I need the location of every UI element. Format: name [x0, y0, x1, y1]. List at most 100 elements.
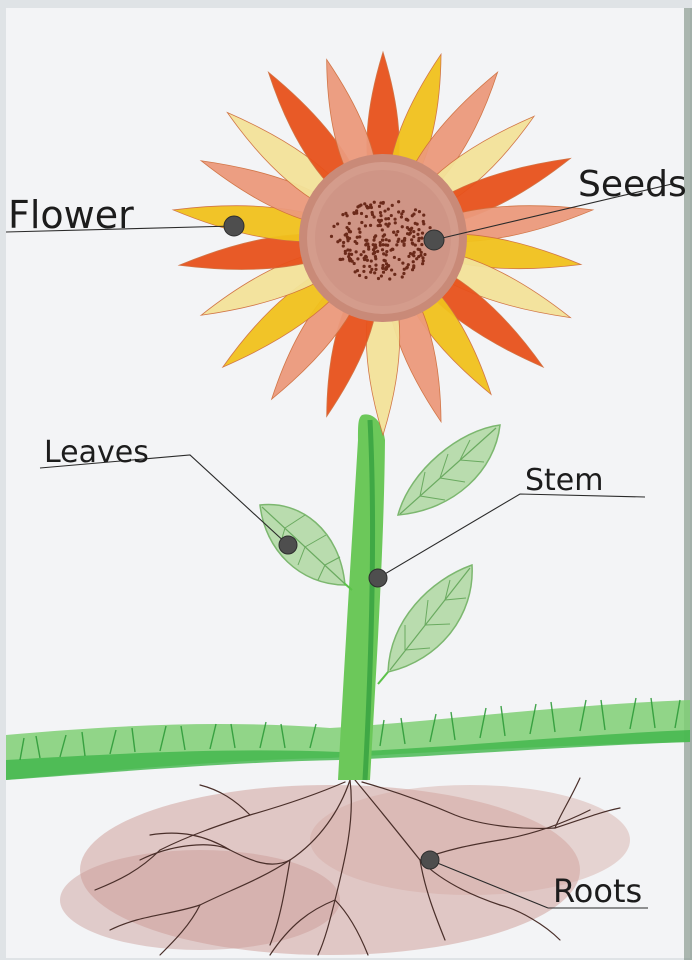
seed-dot — [417, 228, 420, 231]
flower-pin — [224, 216, 244, 236]
seed-dot — [387, 264, 390, 267]
seed-dot — [346, 214, 349, 217]
seed-dot — [390, 268, 393, 271]
seed-dot — [423, 253, 426, 256]
seed-dot — [348, 230, 351, 233]
seed-dot — [422, 259, 425, 262]
seed-dot — [370, 206, 373, 209]
seed-dot — [355, 250, 358, 253]
seed-dot — [373, 236, 376, 239]
seed-dot — [414, 243, 417, 246]
seed-dot — [421, 262, 424, 265]
seed-dot — [358, 227, 361, 230]
seed-dot — [376, 250, 379, 253]
seed-dot — [416, 233, 419, 236]
seed-dot — [374, 268, 377, 271]
seed-dot — [393, 256, 396, 259]
seed-dot — [381, 264, 384, 267]
seed-dot — [387, 208, 390, 211]
seed-dot — [356, 236, 359, 239]
seed-dot — [382, 243, 385, 246]
seed-dot — [409, 252, 412, 255]
seed-dot — [396, 230, 399, 233]
seed-dot — [345, 233, 348, 236]
seed-dot — [397, 210, 400, 213]
seed-dot — [368, 265, 371, 268]
seed-dot — [383, 233, 386, 236]
seed-dot — [402, 272, 405, 275]
seed-dot — [400, 215, 403, 218]
seed-dot — [342, 244, 345, 247]
seed-dot — [415, 257, 418, 260]
seed-dot — [367, 245, 370, 248]
seed-dot — [369, 271, 372, 274]
seed-dot — [356, 205, 359, 208]
seed-dot — [417, 239, 420, 242]
seed-dot — [379, 211, 382, 214]
seed-dot — [379, 244, 382, 247]
seed-dot — [398, 258, 401, 261]
seed-dot — [407, 263, 410, 266]
seed-dot — [384, 268, 387, 271]
seed-dot — [402, 210, 405, 213]
seed-dot — [346, 248, 349, 251]
seed-dot — [360, 221, 363, 224]
flower-label: Flower — [8, 193, 134, 237]
seed-dot — [401, 240, 404, 243]
seed-dot — [409, 231, 412, 234]
seed-dot — [362, 250, 365, 253]
stem-label: Stem — [525, 463, 604, 498]
roots-pin — [421, 851, 439, 869]
seed-dot — [358, 231, 361, 234]
roots-label: Roots — [553, 872, 642, 910]
seed-dot — [391, 248, 394, 251]
seed-dot — [356, 269, 359, 272]
seed-dot — [378, 205, 381, 208]
seed-dot — [412, 235, 415, 238]
seed-dot — [422, 222, 425, 225]
seed-dot — [401, 225, 404, 228]
seed-dot — [388, 239, 391, 242]
seed-dot — [356, 257, 359, 260]
seed-dot — [377, 219, 380, 222]
seed-dot — [370, 268, 373, 271]
seed-dot — [366, 206, 369, 209]
seed-dot — [388, 222, 391, 225]
seed-dot — [418, 210, 421, 213]
seed-dot — [366, 259, 369, 262]
seed-dot — [348, 252, 351, 255]
seed-dot — [421, 256, 424, 259]
seed-dot — [364, 276, 367, 279]
seed-dot — [393, 273, 396, 276]
seed-dot — [353, 262, 356, 265]
leaves-label: Leaves — [44, 435, 149, 470]
seed-dot — [369, 224, 372, 227]
seed-dot — [363, 202, 366, 205]
seed-dot — [336, 222, 339, 225]
seed-dot — [358, 274, 361, 277]
seed-dot — [428, 226, 431, 229]
seed-dot — [365, 256, 368, 259]
seed-dot — [420, 251, 423, 254]
seed-dot — [412, 230, 415, 233]
seed-dot — [407, 228, 410, 231]
seed-dot — [416, 222, 419, 225]
seed-dot — [339, 258, 342, 261]
seed-dot — [390, 214, 393, 217]
right-edge-shadow — [684, 8, 692, 960]
seed-dot — [403, 268, 406, 271]
seed-dot — [332, 225, 335, 228]
seed-dot — [377, 277, 380, 280]
seed-dot — [388, 277, 391, 280]
seed-dot — [397, 200, 400, 203]
seed-dot — [382, 259, 385, 262]
seed-dot — [405, 218, 408, 221]
seed-dot — [383, 209, 386, 212]
seed-dot — [401, 262, 404, 265]
seed-dot — [385, 253, 388, 256]
seed-dot — [395, 233, 398, 236]
seed-dot — [381, 202, 384, 205]
seed-dot — [396, 240, 399, 243]
seed-dot — [345, 226, 348, 229]
